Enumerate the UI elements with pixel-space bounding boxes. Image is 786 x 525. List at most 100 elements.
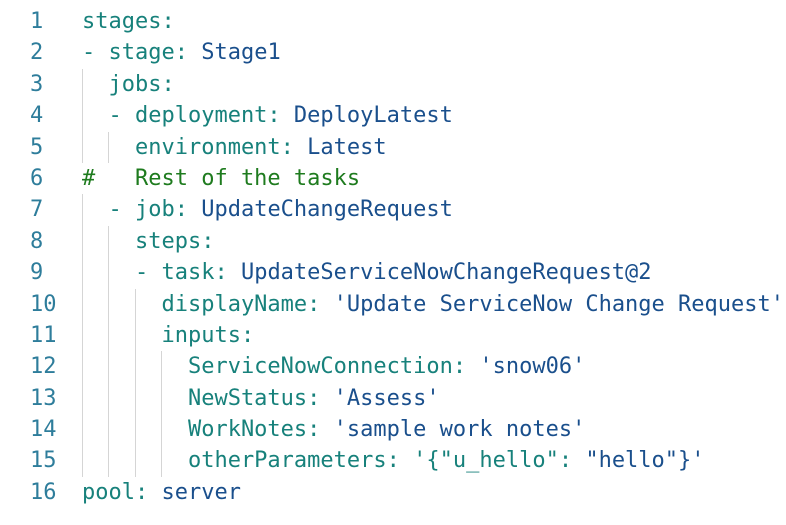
code-token-value: "hello"}' — [572, 448, 705, 474]
line-number[interactable]: 15 — [30, 448, 57, 474]
code-token-key: - stage: — [82, 40, 188, 66]
code-token-value: Latest — [293, 134, 387, 160]
code-line-content[interactable]: # Rest of the tasks — [82, 163, 786, 194]
code-line: 13 NewStatus: 'Assess' — [0, 382, 786, 415]
code-token-key: stages: — [82, 9, 175, 34]
code-token-key: NewStatus: — [82, 385, 321, 411]
code-token-value: UpdateChangeRequest — [187, 197, 453, 223]
line-number[interactable]: 11 — [30, 322, 57, 348]
indent-guide — [108, 382, 110, 415]
indent-guide — [108, 319, 110, 352]
code-line: 10 displayName: 'Update ServiceNow Chang… — [0, 288, 786, 320]
code-token-key: - deployment: — [82, 103, 281, 129]
code-line: 9 - task: UpdateServiceNowChangeRequest@… — [0, 257, 786, 289]
line-number[interactable]: 14 — [30, 417, 57, 443]
indent-guide — [108, 225, 110, 258]
code-line: 16 pool: server — [0, 477, 786, 508]
code-token-key: - task: — [82, 260, 228, 286]
indent-guide — [108, 445, 110, 477]
line-number[interactable]: 12 — [30, 354, 57, 380]
code-token-value: 'snow06' — [466, 354, 586, 380]
line-number[interactable]: 13 — [30, 385, 57, 411]
code-token-value: 'Assess' — [320, 385, 440, 411]
line-number[interactable]: 10 — [30, 291, 57, 317]
code-line: 11 inputs: — [0, 319, 786, 352]
indent-guide — [161, 351, 163, 383]
code-line-content[interactable]: inputs: — [82, 319, 786, 352]
indent-guide — [82, 68, 83, 101]
code-line: 15 otherParameters: '{"u_hello": "hello"… — [0, 445, 786, 477]
code-line-content[interactable]: steps: — [82, 225, 786, 258]
line-number[interactable]: 1 — [30, 9, 44, 34]
code-token-value: 'Update ServiceNow Change Request' — [320, 291, 785, 317]
line-number[interactable]: 5 — [30, 134, 44, 160]
code-token-key: steps: — [82, 228, 215, 254]
indent-guide — [82, 319, 83, 352]
code-token-key: displayName: — [82, 291, 321, 317]
line-number[interactable]: 4 — [30, 103, 44, 129]
indent-guide — [82, 131, 83, 163]
line-number[interactable]: 16 — [30, 479, 57, 505]
line-number[interactable]: 2 — [30, 40, 44, 66]
code-line-content[interactable]: stages: — [82, 6, 786, 37]
indent-guide — [134, 382, 136, 415]
indent-guide — [82, 288, 83, 320]
line-number[interactable]: 6 — [30, 165, 44, 191]
indent-guide — [134, 445, 136, 477]
code-line-content[interactable]: - deployment: DeployLatest — [82, 100, 786, 132]
indent-guide — [108, 351, 110, 383]
indent-guide — [82, 351, 83, 383]
indent-guide — [108, 257, 110, 289]
indent-guide — [108, 414, 110, 446]
line-number[interactable]: 8 — [30, 228, 44, 254]
code-line: 6 # Rest of the tasks — [0, 163, 786, 194]
line-number[interactable]: 9 — [30, 260, 44, 286]
code-line-content[interactable]: NewStatus: 'Assess' — [82, 382, 786, 415]
code-token-key: pool: — [82, 479, 149, 505]
code-token-key: inputs: — [82, 322, 255, 348]
code-line: 4 - deployment: DeployLatest — [0, 100, 786, 132]
code-token-key: - job: — [82, 197, 188, 223]
code-line: 8 steps: — [0, 225, 786, 258]
line-number[interactable]: 7 — [30, 197, 44, 223]
indent-guide — [82, 225, 83, 258]
code-token-value: UpdateServiceNowChangeRequest@2 — [227, 260, 652, 286]
code-line-content[interactable]: displayName: 'Update ServiceNow Change R… — [82, 288, 786, 320]
indent-guide — [82, 414, 83, 446]
code-token-value: Stage1 — [187, 40, 281, 66]
code-token-comment: # Rest of the tasks — [82, 165, 361, 191]
code-token-key: ServiceNowConnection: — [82, 354, 467, 380]
indent-guide — [134, 288, 136, 320]
line-number[interactable]: 3 — [30, 71, 44, 97]
code-line-content[interactable]: ServiceNowConnection: 'snow06' — [82, 351, 786, 383]
code-line-content[interactable]: environment: Latest — [82, 131, 786, 163]
code-line: 5 environment: Latest — [0, 131, 786, 163]
code-token-key: WorkNotes: — [82, 417, 321, 443]
code-line-content[interactable]: - job: UpdateChangeRequest — [82, 194, 786, 226]
code-line: 7 - job: UpdateChangeRequest — [0, 194, 786, 226]
code-token-value: 'sample work notes' — [320, 417, 586, 443]
indent-guide — [161, 382, 163, 415]
code-line-content[interactable]: - stage: Stage1 — [82, 37, 786, 68]
code-line-content[interactable]: pool: server — [82, 477, 786, 508]
indent-guide — [108, 131, 110, 163]
code-line-content[interactable]: otherParameters: '{"u_hello": "hello"}' — [82, 445, 786, 477]
indent-guide — [161, 445, 163, 477]
indent-guide — [82, 445, 83, 477]
code-token-value: server — [148, 479, 241, 505]
indent-guide — [134, 414, 136, 446]
indent-guide — [108, 288, 110, 320]
indent-guide — [82, 382, 83, 415]
code-line: 14 WorkNotes: 'sample work notes' — [0, 414, 786, 446]
code-token-key: otherParameters: '{"u_hello": — [82, 448, 573, 474]
code-token-key: jobs: — [82, 71, 175, 97]
code-token-key: environment: — [82, 134, 294, 160]
indent-guide — [82, 194, 83, 226]
code-line-content[interactable]: WorkNotes: 'sample work notes' — [82, 414, 786, 446]
code-line-content[interactable]: jobs: — [82, 68, 786, 101]
indent-guide — [82, 100, 83, 132]
code-line-content[interactable]: - task: UpdateServiceNowChangeRequest@2 — [82, 257, 786, 289]
indent-guide — [161, 414, 163, 446]
indent-guide — [134, 319, 136, 352]
